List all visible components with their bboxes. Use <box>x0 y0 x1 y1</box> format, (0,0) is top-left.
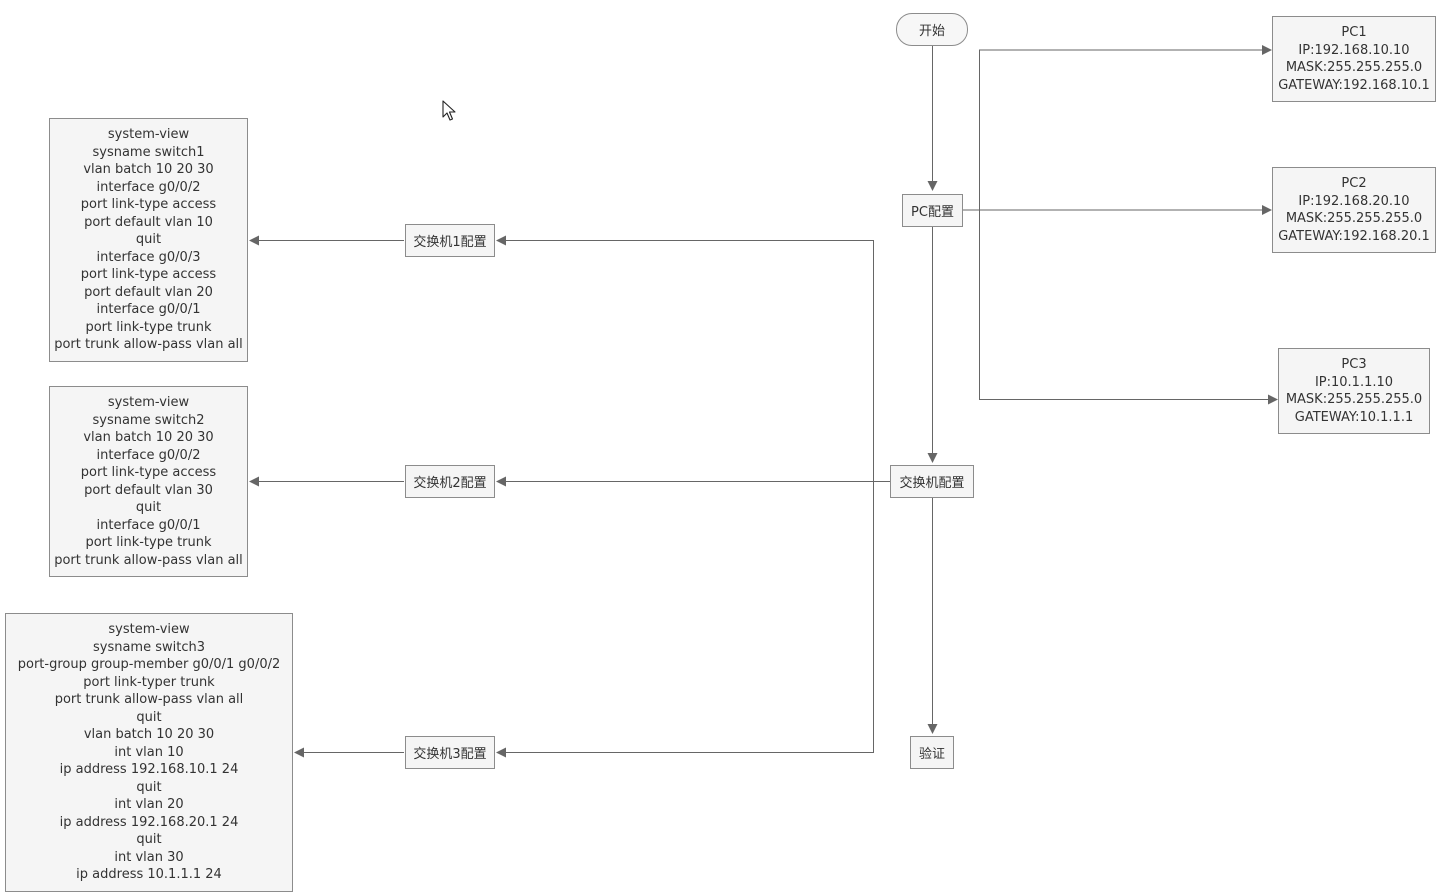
note-line: port-group group-member g0/0/1 g0/0/2 <box>17 657 281 673</box>
note-line: PC1 <box>1341 25 1367 40</box>
note-line: interface g0/0/2 <box>96 179 201 195</box>
note-line: MASK:255.255.255.0 <box>1285 60 1423 75</box>
note-line: MASK:255.255.255.0 <box>1285 392 1423 407</box>
note-line: port link-type trunk <box>85 319 212 335</box>
note-line: int vlan 30 <box>114 849 184 865</box>
switch2-config-node[interactable]: 交换机2配置 <box>405 465 495 498</box>
note-line: port trunk allow-pass vlan all <box>54 552 243 568</box>
note-line: interface g0/0/1 <box>96 517 201 533</box>
note-line: int vlan 10 <box>114 744 184 760</box>
note-line: system-view <box>108 622 190 638</box>
switch3-config-node[interactable]: 交换机3配置 <box>405 736 495 769</box>
note-line: GATEWAY:192.168.20.1 <box>1278 228 1430 244</box>
note-line: int vlan 20 <box>114 797 184 813</box>
note-line: port link-type trunk <box>85 535 212 550</box>
note-line: quit <box>135 232 162 248</box>
note-line: ip address 192.168.10.1 24 <box>59 762 239 778</box>
note-line: sysname switch2 <box>92 412 205 428</box>
note-line: sysname switch1 <box>92 144 205 160</box>
note-line: MASK:255.255.255.0 <box>1285 211 1423 226</box>
start-node[interactable]: 开始 <box>896 13 968 46</box>
edge-switch-config-to-switch3 <box>496 481 874 758</box>
mouse-pointer-icon <box>442 100 456 121</box>
note-line: sysname switch3 <box>92 639 205 655</box>
note-line: interface g0/0/2 <box>96 447 201 463</box>
note-line: port default vlan 20 <box>84 284 213 300</box>
edge-pc-config-to-pc3 <box>979 210 1278 405</box>
note-line: system-view <box>107 127 190 143</box>
note-line: quit <box>136 709 162 725</box>
note-line: vlan batch 10 20 30 <box>83 430 214 445</box>
switch1-config-node[interactable]: 交换机1配置 <box>405 224 495 257</box>
note-line: PC3 <box>1341 357 1367 372</box>
note-line: vlan batch 10 20 30 <box>83 162 214 178</box>
note-line: quit <box>135 500 162 515</box>
note-line: GATEWAY:192.168.10.1 <box>1278 77 1430 93</box>
note-line: interface g0/0/1 <box>96 302 201 318</box>
note-line: quit <box>136 832 162 848</box>
note-line: vlan batch 10 20 30 <box>83 727 215 743</box>
note-line: port link-type access <box>80 197 217 213</box>
edge-switch-config-to-switch1 <box>496 235 874 482</box>
note-line: interface g0/0/3 <box>96 249 201 265</box>
switch-config-node[interactable]: 交换机配置 <box>890 465 974 498</box>
note-line: port default vlan 30 <box>84 482 213 498</box>
note-line: ip address 10.1.1.1 24 <box>76 867 222 883</box>
note-line: port trunk allow-pass vlan all <box>54 337 243 353</box>
note-line: system-view <box>107 395 190 410</box>
note-line: quit <box>136 779 162 795</box>
note-line: port link-typer trunk <box>83 674 215 690</box>
edge-pc-config-to-pc1 <box>963 45 1272 211</box>
note-line: port trunk allow-pass vlan all <box>54 692 244 708</box>
note-line: ip address 192.168.20.1 24 <box>59 814 239 830</box>
note-line: port link-type access <box>80 267 217 283</box>
note-line: PC2 <box>1341 176 1367 191</box>
switch2-command-note[interactable]: system-view sysname switch2 vlan batch 10 … <box>49 386 248 577</box>
note-line: port link-type access <box>80 465 217 480</box>
note-line: IP:10.1.1.10 <box>1314 374 1394 390</box>
note-line: IP:192.168.20.10 <box>1298 193 1410 209</box>
note-line: IP:192.168.10.10 <box>1298 42 1410 58</box>
note-line: port default vlan 10 <box>84 214 213 230</box>
pc-config-node[interactable]: PC配置 <box>902 194 963 227</box>
verify-node[interactable]: 验证 <box>910 736 954 769</box>
note-line: GATEWAY:10.1.1.1 <box>1294 409 1414 425</box>
